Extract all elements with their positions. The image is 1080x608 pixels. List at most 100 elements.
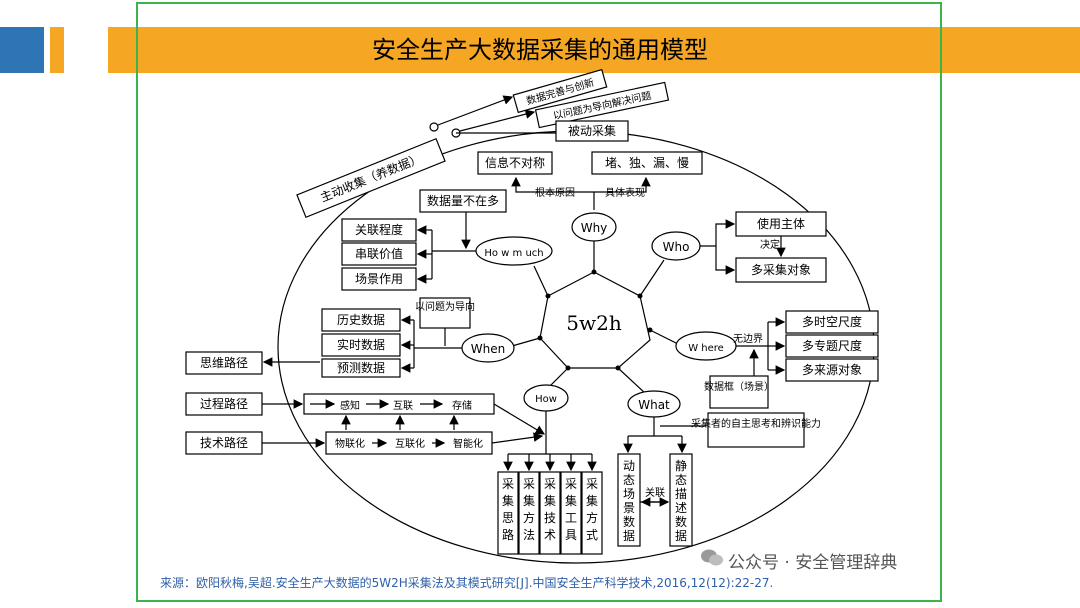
box-history-data-label: 历史数据 xyxy=(337,312,385,327)
header-accent-orange-small xyxy=(50,27,64,73)
vertex-dot xyxy=(637,293,643,299)
box-process-path-label: 过程路径 xyxy=(200,396,248,411)
node-what-label: What xyxy=(638,398,670,412)
label-decide: 决定 xyxy=(760,238,780,251)
box-how-4: 采集工具 xyxy=(560,471,582,555)
node-howmuch-label: Ho w m uch xyxy=(484,248,543,259)
box-how-2: 采集方法 xyxy=(518,471,540,555)
box-how-5-label: 采集方式 xyxy=(586,477,598,542)
box-chain-value xyxy=(341,242,417,266)
center-label: 5w2h xyxy=(566,311,622,335)
box-dynamic-scene-label: 动态场景数据 xyxy=(623,459,635,543)
box-thematic-label: 多专题尺度 xyxy=(802,338,862,353)
process-step-connect: 互联 xyxy=(393,400,413,412)
box-data-volume-label: 数据量不在多 xyxy=(427,193,499,208)
box-multi-source-label: 多来源对象 xyxy=(802,363,862,377)
box-spatiotemporal-label: 多时空尺度 xyxy=(802,314,862,329)
process-step-sense: 感知 xyxy=(340,399,360,412)
box-symptoms xyxy=(591,151,703,175)
node-who-label: Who xyxy=(663,240,690,254)
label-boundless: 无边界 xyxy=(733,333,763,345)
process-step-store: 存储 xyxy=(452,399,472,412)
vertex-dot xyxy=(545,293,551,299)
box-multi-source xyxy=(785,358,879,382)
box-forecast-data-label: 预测数据 xyxy=(337,360,385,375)
box-user-subject xyxy=(735,211,827,237)
box-realtime-data xyxy=(321,333,401,357)
box-spatiotemporal xyxy=(785,310,879,334)
box-how-1-label: 采集思路 xyxy=(502,477,514,542)
spoke-who xyxy=(639,259,665,297)
box-how-5: 采集方式 xyxy=(581,471,603,555)
wechat-icon xyxy=(701,549,723,566)
label-manifestation: 具体表现 xyxy=(605,186,645,199)
box-collector-thinking xyxy=(707,412,805,448)
vertex-dot xyxy=(615,365,621,371)
box-thematic xyxy=(785,334,879,358)
watermark: 公众号 · 安全管理辞典 xyxy=(728,553,898,573)
box-data-volume xyxy=(419,189,507,213)
box-how-3-label: 采集技术 xyxy=(544,477,556,542)
box-static-desc-label: 静态描述数据 xyxy=(675,459,687,543)
box-tech-path-label: 技术路径 xyxy=(200,435,248,450)
box-symptoms-label: 堵、独、漏、慢 xyxy=(605,156,689,170)
box-scene-role-label: 场景作用 xyxy=(355,272,403,286)
spoke-when xyxy=(511,337,541,347)
vertex-dot xyxy=(565,365,571,371)
connector xyxy=(715,246,736,275)
box-dynamic-scene: 动态场景数据 xyxy=(617,453,641,547)
box-problem-note-label: 以问题为导向 xyxy=(415,300,475,313)
node-how-label: How xyxy=(535,394,557,405)
box-relevance xyxy=(341,218,417,242)
node-where-label: W here xyxy=(688,343,724,354)
header-bar xyxy=(108,27,1080,73)
label-root-cause: 根本原因 xyxy=(535,186,575,199)
box-realtime-data-label: 实时数据 xyxy=(337,337,385,352)
node-when-label: When xyxy=(471,342,505,356)
box-how-1: 采集思路 xyxy=(497,471,519,555)
box-data-frame-label: 数据框（场景） xyxy=(704,380,774,393)
box-multi-objects xyxy=(735,257,827,283)
connector xyxy=(493,403,546,435)
tech-step-iot: 物联化 xyxy=(335,437,365,450)
box-collector-thinking-label: 采集者的自主思考和辨识能力 xyxy=(691,417,821,430)
arrow-to-note xyxy=(459,109,536,132)
header-accent-blue xyxy=(0,27,44,73)
box-how-2-label: 采集方法 xyxy=(523,477,535,542)
spoke-what xyxy=(617,367,647,395)
arrow-to-note xyxy=(437,95,514,126)
box-multi-objects-label: 多采集对象 xyxy=(751,262,811,277)
box-chain-value-label: 串联价值 xyxy=(355,246,403,261)
connector xyxy=(594,176,651,193)
box-how-4-label: 采集工具 xyxy=(565,477,577,542)
box-user-subject-label: 使用主体 xyxy=(757,216,805,231)
connector xyxy=(511,176,595,210)
box-forecast-data xyxy=(321,358,401,378)
box-how-3: 采集技术 xyxy=(539,471,561,555)
connector xyxy=(491,432,544,444)
active-collection-label: 主动收集（养数据） xyxy=(318,150,424,204)
box-thinking-path-label: 思维路径 xyxy=(200,355,248,370)
center-heptagon xyxy=(539,271,651,369)
passive-collection-box xyxy=(555,120,629,142)
box-info-asymmetry xyxy=(477,151,553,175)
box-data-frame xyxy=(709,375,769,409)
junction-dot xyxy=(429,122,439,132)
passive-collection-label: 被动采集 xyxy=(568,123,616,138)
spoke-howmuch xyxy=(533,265,549,297)
vertex-dot xyxy=(591,269,597,275)
box-info-asymmetry-label: 信息不对称 xyxy=(485,155,545,170)
vertex-dot xyxy=(647,327,653,333)
tech-step-interconnect: 互联化 xyxy=(395,437,425,450)
tech-step-intelligent: 智能化 xyxy=(453,437,483,450)
slide-frame xyxy=(136,2,942,602)
box-thinking-path xyxy=(185,351,263,375)
slide-title: 安全生产大数据采集的通用模型 xyxy=(372,36,708,64)
source-citation: 来源：欧阳秋梅,吴超.安全生产大数据的5W2H采集法及其模式研究[J].中国安全… xyxy=(160,576,774,590)
vertex-dot xyxy=(537,335,543,341)
label-association: 关联 xyxy=(645,486,665,499)
box-static-desc: 静态描述数据 xyxy=(669,453,693,547)
box-scene-role xyxy=(341,267,417,291)
box-history-data xyxy=(321,308,401,332)
